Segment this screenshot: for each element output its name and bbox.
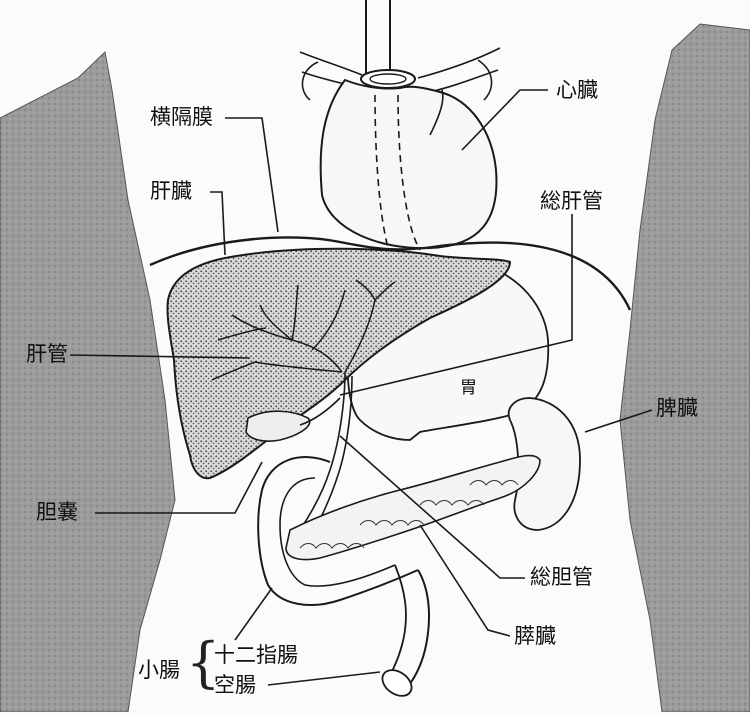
spleen	[507, 397, 581, 531]
label-small-intestine: 小腸	[138, 658, 180, 682]
esophagus-hidden	[374, 94, 421, 261]
label-stomach: 胃	[460, 378, 477, 398]
esophagus	[365, 0, 391, 75]
label-spleen: 脾臓	[656, 396, 698, 420]
brace-symbol: {	[186, 631, 221, 694]
heart	[319, 78, 498, 250]
hepatic-duct-tree	[211, 279, 396, 381]
label-pancreas: 膵臓	[514, 624, 556, 648]
jejunum-end	[381, 669, 413, 697]
torso-right-side	[619, 23, 750, 713]
label-diaphragm: 横隔膜	[150, 105, 213, 129]
label-gallbladder: 胆嚢	[36, 500, 78, 524]
diaphragm	[149, 236, 632, 311]
label-common-hepatic-duct: 総肝管	[540, 189, 603, 213]
label-jejunum: 空腸	[214, 673, 256, 697]
label-hepatic-duct: 肝管	[26, 342, 68, 366]
aorta-opening	[360, 69, 416, 89]
duodenum	[257, 456, 419, 606]
leader-lines	[69, 89, 653, 686]
pancreas-lobules	[299, 480, 519, 549]
label-heart: 心臓	[556, 78, 598, 102]
label-liver: 肝臓	[150, 179, 192, 203]
gallbladder	[245, 410, 311, 442]
great-vessels	[299, 47, 501, 101]
jejunum	[404, 569, 431, 691]
label-duodenum: 十二指腸	[214, 643, 298, 667]
label-common-bile-duct: 総胆管	[530, 565, 593, 589]
heart-inner-line	[429, 89, 444, 136]
torso-left-side	[0, 50, 176, 713]
